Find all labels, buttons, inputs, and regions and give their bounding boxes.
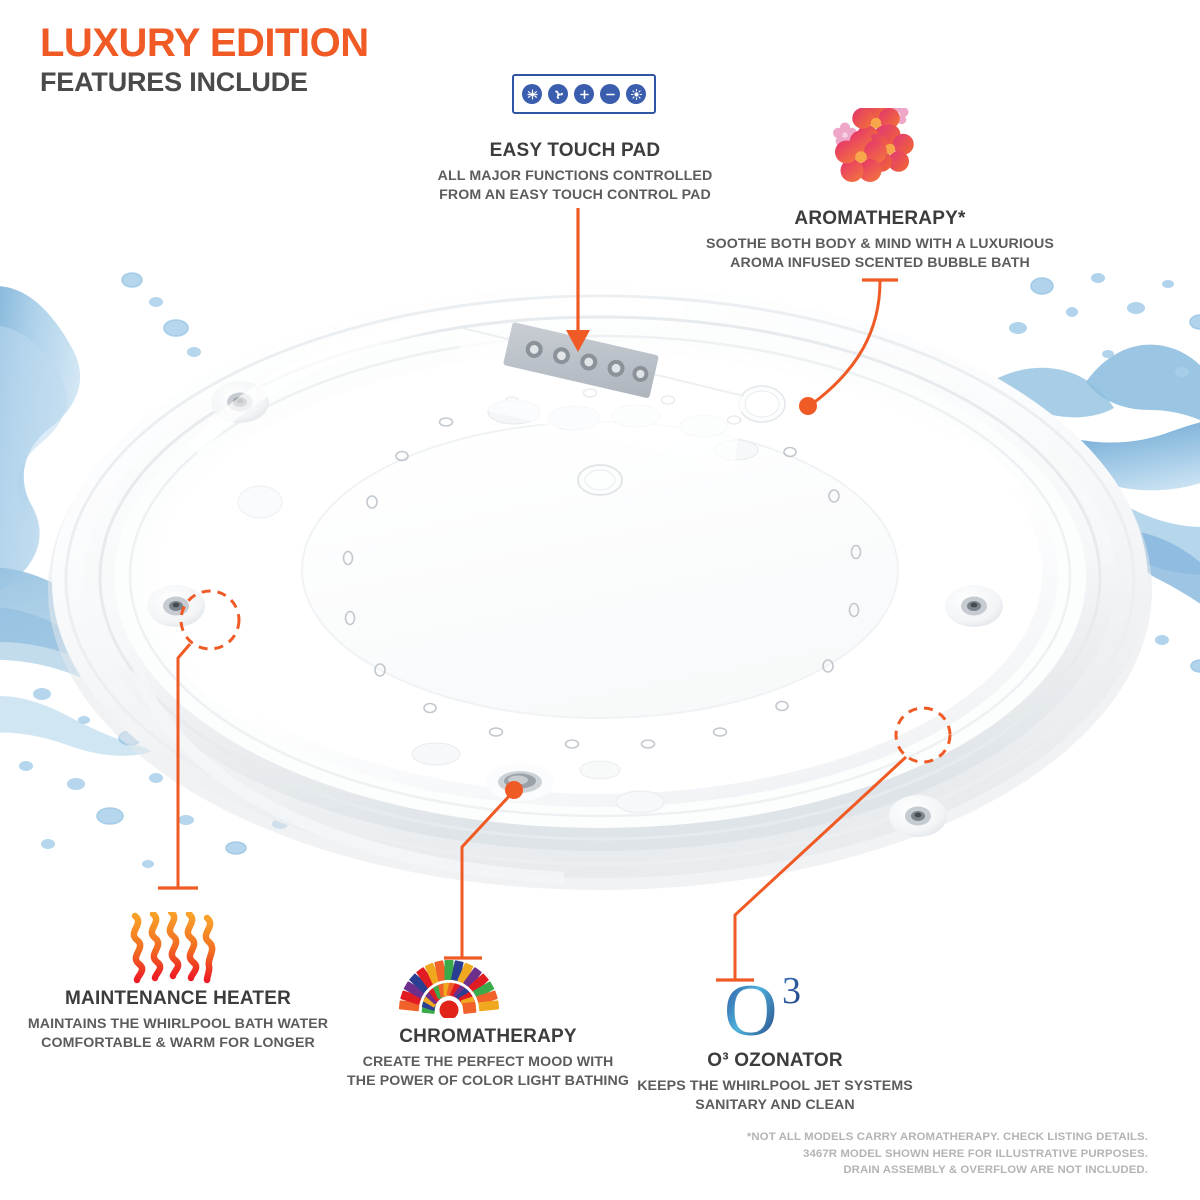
callout-maintenance-heater: MAINTENANCE HEATER MAINTAINS THE WHIRLPO… [18,988,338,1052]
chroma-ray [434,960,447,982]
plus-icon [574,84,594,104]
light-icon [626,84,646,104]
chroma-ray [444,960,454,980]
chroma-ray [424,962,441,985]
callout-desc: SOOTHE BOTH BODY & MIND WITH A LUXURIOUS… [706,236,1054,271]
whirlpool-bathtub-illustration [44,270,1156,900]
chroma-ray [457,962,474,985]
callout-title: AROMATHERAPY* [794,208,966,229]
callout-title: MAINTENANCE HEATER [65,988,291,1009]
chroma-ray [462,1001,477,1014]
chroma-ray [473,981,495,999]
chroma-center-dot [439,1000,459,1020]
page-subtitle: FEATURES INCLUDE [40,67,308,97]
chroma-ray [400,990,422,1005]
callout-ozonator: O³ OZONATOR KEEPS THE WHIRLPOOL JET SYST… [625,1050,925,1114]
page-title: LUXURY EDITION [40,21,369,65]
jets-icon [522,84,542,104]
callout-desc: KEEPS THE WHIRLPOOL JET SYSTEMS SANITARY… [637,1078,913,1113]
callout-desc: ALL MAJOR FUNCTIONS CONTROLLED FROM AN E… [437,168,713,203]
svg-text:3: 3 [782,975,801,1012]
footnote-disclaimer: *NOT ALL MODELS CARRY AROMATHERAPY. CHEC… [747,1129,1148,1178]
flowers-icon [818,98,938,193]
svg-text:O: O [724,975,777,1045]
callout-aromatherapy: AROMATHERAPY* SOOTHE BOTH BODY & MIND WI… [700,208,1060,272]
chroma-ray [463,967,482,988]
callout-easy-touch-pad: EASY TOUCH PAD ALL MAJOR FUNCTIONS CONTR… [430,140,720,204]
footnote-line: 3467R MODEL SHOWN HERE FOR ILLUSTRATIVE … [803,1147,1148,1160]
page-header: LUXURY EDITION FEATURES INCLUDE [40,22,369,98]
callout-desc: MAINTAINS THE WHIRLPOOL BATH WATER COMFO… [27,1016,329,1051]
callout-chromatherapy: CHROMATHERAPY CREATE THE PERFECT MOOD WI… [328,1026,648,1090]
chroma-ray [416,967,435,988]
heat-waves-icon [125,908,221,984]
chroma-ray [478,1000,500,1012]
color-fan-icon [390,952,508,1020]
footnote-line: *NOT ALL MODELS CARRY AROMATHERAPY. CHEC… [746,1131,1148,1144]
callout-title: O³ OZONATOR [707,1050,843,1071]
footnote-line: DRAIN ASSEMBLY & OVERFLOW ARE NOT INCLUD… [843,1163,1148,1176]
o3-logo-icon: O 3 [722,970,834,1052]
chroma-ray [409,973,430,993]
chroma-ray [476,990,498,1005]
callout-title: EASY TOUCH PAD [489,140,661,161]
chroma-ray [468,973,489,993]
callout-title: CHROMATHERAPY [399,1026,577,1047]
blower-icon [548,84,568,104]
easy-touch-pad-control-strip [512,74,656,114]
callout-desc: CREATE THE PERFECT MOOD WITH THE POWER O… [347,1054,629,1089]
chroma-ray [403,981,425,999]
minus-icon [600,84,620,104]
